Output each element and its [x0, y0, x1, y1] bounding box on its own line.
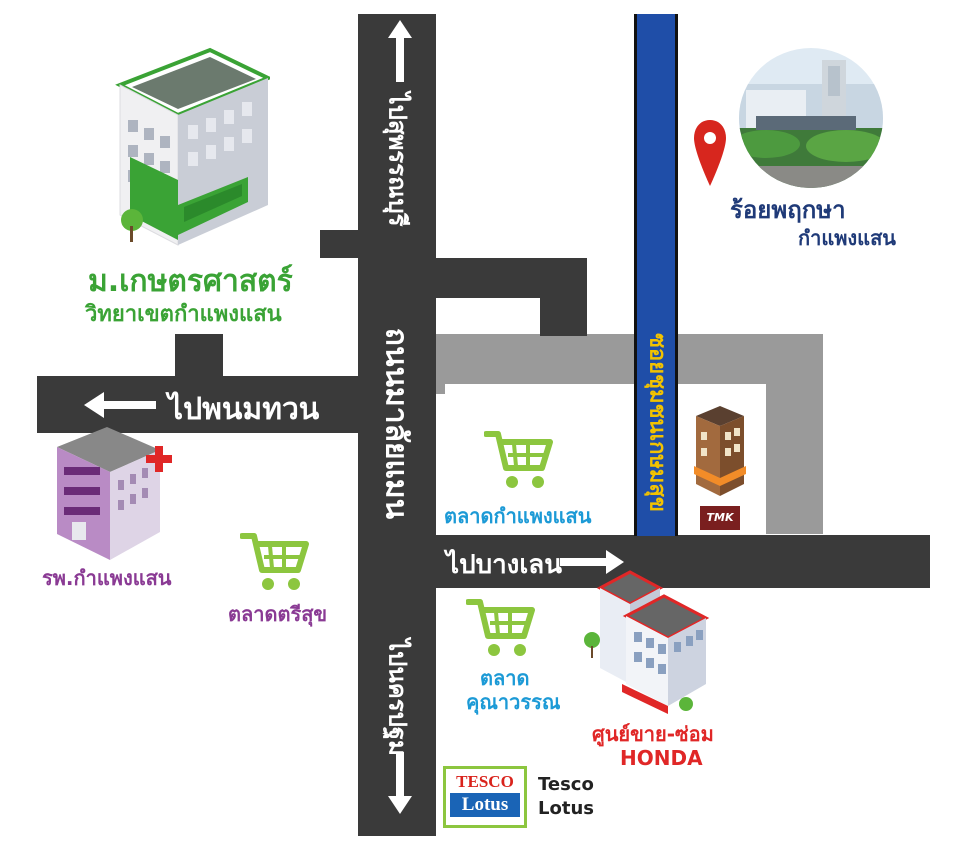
honda-label-2: HONDA: [620, 746, 703, 770]
tesco-label-1: Tesco: [538, 774, 594, 795]
shopping-cart-icon: [484, 431, 553, 488]
tmk-logo: TMK: [700, 506, 740, 530]
hospital-cross-icon: [146, 446, 172, 472]
honda-label-1: ศูนย์ขาย-ซ่อม: [592, 722, 714, 746]
side-road-stub-kaset: [175, 334, 223, 379]
kasetsart-subtitle: วิทยาเขตกำแพงแสน: [85, 302, 282, 327]
label-soi-chumchon: ซอยชุมชนเกษมสุข: [644, 333, 670, 512]
hospital-building-icon: [57, 427, 160, 560]
tesco-lotus-logo: TESCO Lotus: [443, 766, 527, 828]
destination-subtitle: กำแพงแสน: [798, 226, 896, 250]
shopping-cart-icon: [466, 599, 535, 656]
arrow-down-icon: [388, 752, 412, 814]
label-to-bang-len: ไปบางเลน: [446, 550, 562, 580]
tesco-logo-bottom: Lotus: [450, 793, 520, 817]
side-road-dark-drop: [540, 258, 587, 336]
talat-kamphaeng-saen-label: ตลาดกำแพงแสน: [444, 504, 592, 528]
arrow-up-icon: [388, 20, 412, 82]
hospital-label: รพ.กำแพงแสน: [42, 566, 172, 590]
shopping-cart-icon: [240, 533, 309, 590]
tmk-label: TMK: [706, 511, 734, 524]
destination-title: ร้อยพฤกษา: [730, 196, 846, 224]
talat-khunawan-label-2: คุณาวรรณ: [466, 690, 561, 714]
shop-building-icon: [694, 406, 746, 496]
kasetsart-title: ม.เกษตรศาสตร์: [88, 264, 293, 299]
soi-chumchon-road: [634, 14, 678, 536]
side-road-north: [435, 334, 823, 384]
map-pin-icon: [694, 120, 726, 186]
label-malaiman-road: ถนนมาลัยแมน: [378, 327, 414, 520]
talat-trisuk-label: ตลาดตรีสุข: [228, 602, 328, 626]
destination-photo-icon: [739, 48, 883, 188]
malaiman-road: [358, 14, 436, 836]
arrow-right-icon: [560, 550, 624, 574]
building-icon: [115, 47, 270, 246]
side-road-stub-west: [320, 230, 365, 258]
tesco-logo-top: TESCO: [456, 772, 514, 791]
talat-khunawan-label-1: ตลาด: [480, 666, 530, 690]
road-to-bang-len: [436, 535, 930, 588]
side-road-east: [766, 334, 823, 534]
honda-building-icon: [584, 570, 710, 714]
tesco-label-2: Lotus: [538, 798, 594, 819]
side-road-inner: [435, 384, 445, 394]
label-to-phanom-thuan: ไปพนมทวน: [168, 392, 320, 427]
label-to-suphanburi: ไปสุพรรณบุรี: [383, 92, 412, 227]
arrow-left-icon: [84, 392, 156, 418]
